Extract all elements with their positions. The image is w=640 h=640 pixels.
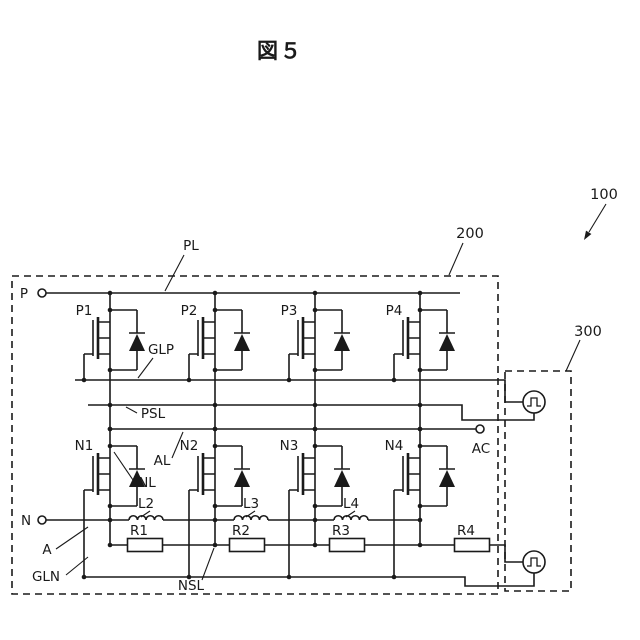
figure-title: 図５ [257, 39, 303, 63]
resistor-r2 [228, 537, 266, 553]
resistor-label-r3: R3 [332, 523, 350, 539]
inductor-label-l2: L2 [138, 496, 154, 512]
net-label-a: A [42, 542, 52, 558]
circuit-wiring [46, 292, 535, 587]
dashed-box-300 [504, 370, 572, 592]
terminal-n [37, 515, 47, 525]
transistor-p4 [392, 289, 457, 374]
transistor-label-n3: N3 [280, 438, 299, 454]
resistor-label-r4: R4 [457, 523, 475, 539]
transistor-label-p2: P2 [181, 303, 198, 319]
transistor-label-p1: P1 [76, 303, 93, 319]
transistor-label-n4: N4 [385, 438, 404, 454]
inductor-coil-l3 [233, 514, 269, 521]
resistor-r3 [328, 537, 366, 553]
inductor-label-l4: L4 [343, 496, 359, 512]
net-label-glp: GLP [148, 342, 174, 358]
resistor-label-r2: R2 [232, 523, 250, 539]
pulse-waveform-icon [527, 397, 541, 407]
net-label-psl: PSL [141, 406, 166, 422]
net-label-nl: NL [138, 475, 156, 491]
label-leader-lines [55, 203, 607, 581]
transistor-p2 [187, 289, 252, 374]
pulse-generator-top [522, 390, 546, 414]
pulse-waveform-icon [527, 557, 541, 567]
terminal-p [37, 288, 47, 298]
net-label-nsl: NSL [178, 578, 205, 594]
terminal-ac [475, 424, 485, 434]
terminal-label-p: P [20, 286, 28, 302]
dashed-box-200 [11, 275, 499, 595]
transistor-label-n1: N1 [75, 438, 94, 454]
resistor-label-r1: R1 [130, 523, 148, 539]
net-label-al: AL [154, 453, 171, 469]
transistor-label-p3: P3 [281, 303, 298, 319]
terminal-label-n: N [21, 513, 31, 529]
resistor-r4 [453, 537, 491, 553]
inductor-coil-l2 [128, 514, 164, 521]
inductor-label-l3: L3 [243, 496, 259, 512]
junction-dots [81, 377, 423, 580]
terminal-label-ac: AC [472, 441, 490, 457]
net-label-gln: GLN [32, 569, 60, 585]
ref-100-arrowhead [584, 230, 592, 240]
resistor-r1 [126, 537, 164, 553]
transistor-label-n2: N2 [180, 438, 199, 454]
transistor-label-p4: P4 [386, 303, 403, 319]
transistor-p3 [287, 289, 352, 374]
net-label-pl: PL [183, 238, 199, 254]
ref-200-label: 200 [456, 226, 484, 242]
pulse-generator-bottom [522, 550, 546, 574]
inductor-coil-l4 [333, 514, 369, 521]
ref-300-label: 300 [574, 324, 602, 340]
ref-100-label: 100 [590, 187, 618, 203]
transistor-p1 [82, 289, 147, 374]
